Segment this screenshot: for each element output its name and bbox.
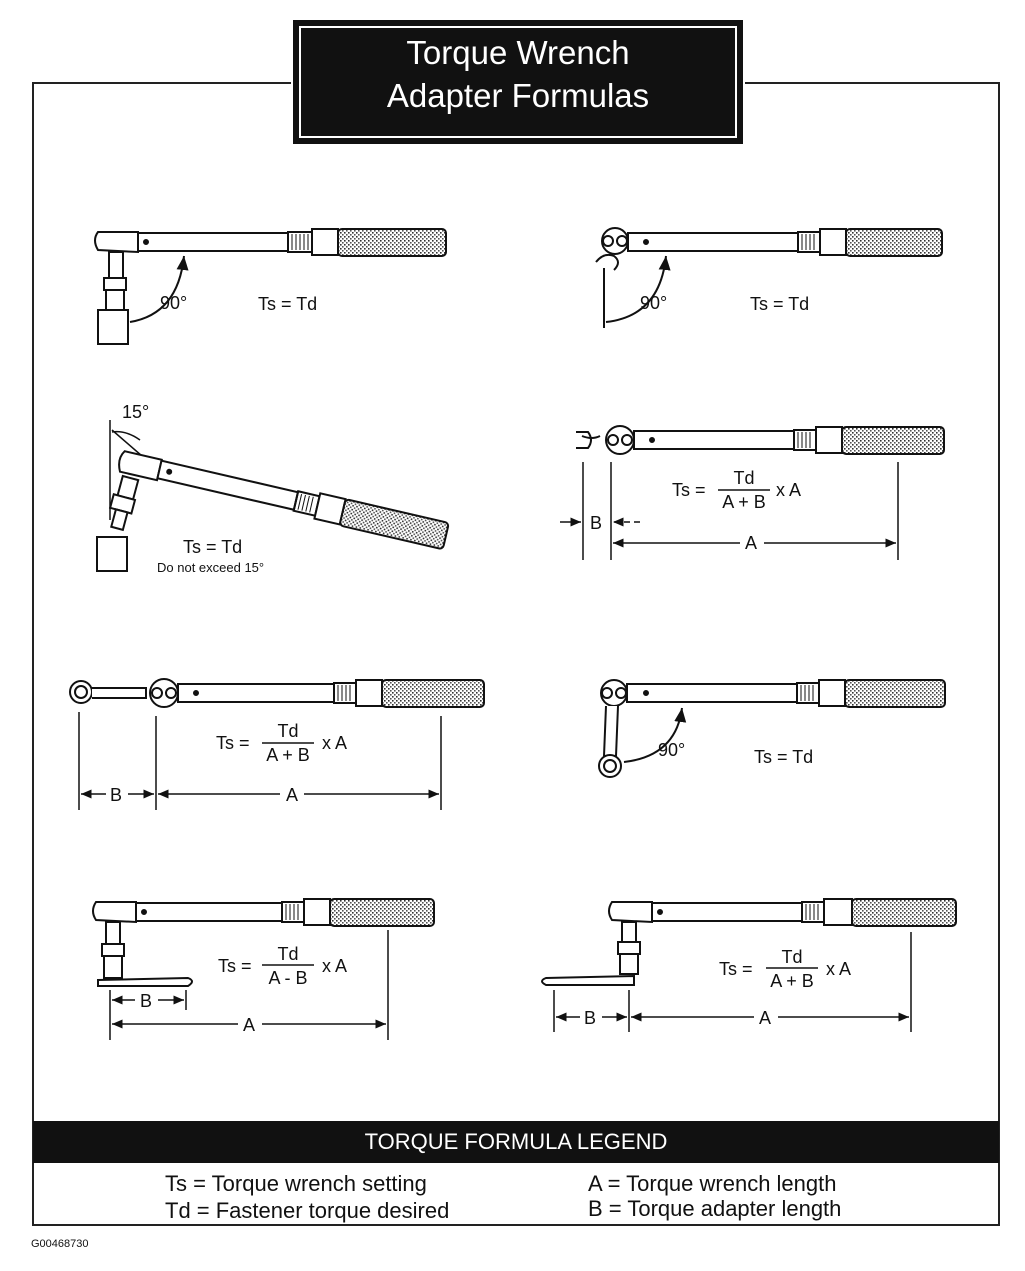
legend-b: B = Torque adapter length bbox=[588, 1196, 842, 1221]
d4-numerator: Td bbox=[733, 468, 754, 488]
title-line-1: Torque Wrench bbox=[406, 34, 630, 71]
d6-formula: Ts = Td bbox=[754, 747, 813, 767]
d5-lhs: Ts = bbox=[216, 733, 250, 753]
wrench-3 bbox=[96, 420, 450, 572]
d7-denominator: A - B bbox=[268, 968, 307, 988]
d7-numerator: Td bbox=[277, 944, 298, 964]
d4-multiplier: x A bbox=[776, 480, 801, 500]
d7-multiplier: x A bbox=[322, 956, 347, 976]
wrench-8 bbox=[541, 898, 957, 1032]
fraction-bars bbox=[262, 489, 818, 969]
wrench-6 bbox=[598, 679, 946, 778]
wrench-diagrams: 90° Ts = Td 90° Ts = Td 15° Ts = Td Do n… bbox=[69, 227, 957, 1040]
legend-a: A = Torque wrench length bbox=[588, 1171, 837, 1196]
wrench-7 bbox=[92, 898, 435, 1040]
d4-denominator: A + B bbox=[722, 492, 766, 512]
wrench-5 bbox=[69, 678, 485, 810]
d2-formula: Ts = Td bbox=[750, 294, 809, 314]
wrench-2 bbox=[595, 227, 943, 328]
d1-angle: 90° bbox=[160, 293, 187, 313]
title-box: Torque Wrench Adapter Formulas bbox=[293, 20, 743, 144]
d4-dim-b: B bbox=[590, 513, 602, 533]
d5-dim-b: B bbox=[110, 785, 122, 805]
legend-td: Td = Fastener torque desired bbox=[165, 1198, 450, 1223]
wrench-1 bbox=[94, 228, 447, 345]
d2-angle: 90° bbox=[640, 293, 667, 313]
d4-dim-a: A bbox=[745, 533, 757, 553]
legend-heading: TORQUE FORMULA LEGEND bbox=[33, 1121, 999, 1163]
title-inner-border bbox=[299, 26, 737, 138]
d7-dim-a: A bbox=[243, 1015, 255, 1035]
d5-denominator: A + B bbox=[266, 745, 310, 765]
d3-angle: 15° bbox=[122, 402, 149, 422]
d8-denominator: A + B bbox=[770, 971, 814, 991]
d7-lhs: Ts = bbox=[218, 956, 252, 976]
d8-multiplier: x A bbox=[826, 959, 851, 979]
d8-dim-b: B bbox=[584, 1008, 596, 1028]
d3-formula: Ts = Td bbox=[183, 537, 242, 557]
d8-numerator: Td bbox=[781, 947, 802, 967]
d5-multiplier: x A bbox=[322, 733, 347, 753]
d7-dim-b: B bbox=[140, 991, 152, 1011]
wrench-4 bbox=[560, 425, 945, 560]
d3-note: Do not exceed 15° bbox=[157, 560, 264, 575]
title-line-2: Adapter Formulas bbox=[386, 77, 650, 114]
d5-dim-a: A bbox=[286, 785, 298, 805]
d4-lhs: Ts = bbox=[672, 480, 706, 500]
legend-ts: Ts = Torque wrench setting bbox=[165, 1171, 427, 1196]
d6-angle: 90° bbox=[658, 740, 685, 760]
document-id: G00468730 bbox=[31, 1238, 89, 1250]
d8-lhs: Ts = bbox=[719, 959, 753, 979]
d1-formula: Ts = Td bbox=[258, 294, 317, 314]
d5-numerator: Td bbox=[277, 721, 298, 741]
d8-dim-a: A bbox=[759, 1008, 771, 1028]
